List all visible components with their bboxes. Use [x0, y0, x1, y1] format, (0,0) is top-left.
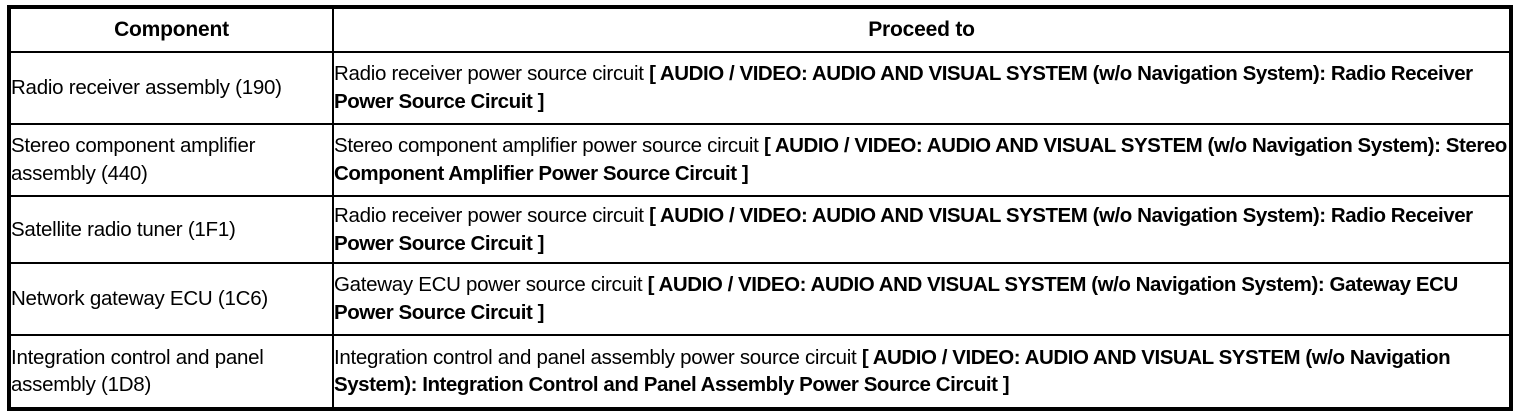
column-header-component-label: Component [114, 18, 229, 42]
component-proceed-table-container: Component Proceed to Radio receiver asse… [7, 5, 1513, 411]
proceed-to-cell: Integration control and panel assembly p… [332, 333, 1509, 407]
component-name-cell: Satellite radio tuner (1F1) [11, 195, 334, 264]
proceed-description: Stereo component amplifier power source … [334, 134, 764, 158]
proceed-to-cell: Radio receiver power source circuit [ AU… [332, 51, 1509, 126]
proceed-reference-link[interactable]: [ AUDIO / VIDEO: AUDIO AND VISUAL SYSTEM… [334, 203, 1473, 255]
proceed-to-cell: Radio receiver power source circuit [ AU… [332, 195, 1509, 264]
proceed-description: Radio receiver power source circuit [334, 203, 650, 227]
table-header-row: Component Proceed to [11, 9, 1509, 54]
column-header-proceed-to-label: Proceed to [868, 18, 975, 42]
proceed-to-cell: Stereo component amplifier power source … [332, 123, 1509, 198]
table-row: Stereo component amplifier assembly (440… [11, 123, 1509, 198]
component-name-cell: Integration control and panel assembly (… [11, 333, 334, 407]
component-name-cell: Network gateway ECU (1C6) [11, 261, 334, 336]
proceed-description: Radio receiver power source circuit [334, 62, 650, 86]
component-proceed-table: Component Proceed to Radio receiver asse… [11, 9, 1509, 407]
table-row: Integration control and panel assembly (… [11, 333, 1509, 407]
proceed-description: Gateway ECU power source circuit [334, 272, 648, 296]
component-name-cell: Stereo component amplifier assembly (440… [11, 123, 334, 198]
proceed-to-cell: Gateway ECU power source circuit [ AUDIO… [332, 261, 1509, 336]
proceed-reference-link[interactable]: [ AUDIO / VIDEO: AUDIO AND VISUAL SYSTEM… [334, 345, 1451, 397]
table-row: Radio receiver assembly (190) Radio rece… [11, 51, 1509, 126]
column-header-proceed-to: Proceed to [332, 9, 1509, 54]
table-row: Network gateway ECU (1C6) Gateway ECU po… [11, 261, 1509, 336]
proceed-reference-link[interactable]: [ AUDIO / VIDEO: AUDIO AND VISUAL SYSTEM… [334, 272, 1458, 324]
proceed-reference-link[interactable]: [ AUDIO / VIDEO: AUDIO AND VISUAL SYSTEM… [334, 62, 1473, 114]
proceed-description: Integration control and panel assembly p… [334, 345, 862, 369]
table-row: Satellite radio tuner (1F1) Radio receiv… [11, 195, 1509, 264]
component-name-cell: Radio receiver assembly (190) [11, 51, 334, 126]
column-header-component: Component [11, 9, 334, 54]
proceed-reference-link[interactable]: [ AUDIO / VIDEO: AUDIO AND VISUAL SYSTEM… [334, 134, 1507, 186]
